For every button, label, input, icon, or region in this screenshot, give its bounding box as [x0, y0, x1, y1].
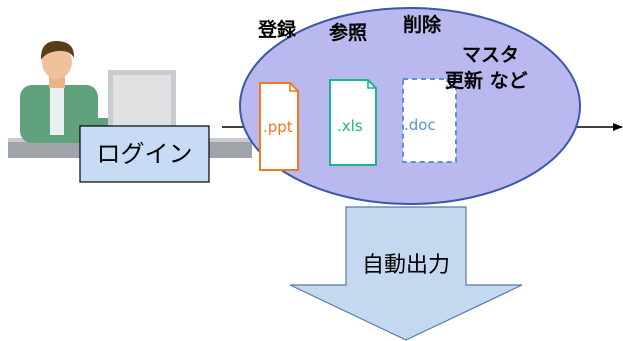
xls-document [329, 79, 377, 166]
doc-document [402, 78, 457, 163]
op-view: 参照 [329, 22, 368, 44]
op-delete: 削除 [403, 14, 442, 36]
op-master: マスタ [462, 44, 520, 66]
op-register: 登録 [258, 19, 297, 41]
user-computer-icon [8, 40, 252, 158]
ppt-document [259, 82, 299, 171]
output-label: 自動出力 [361, 253, 450, 278]
op-update-etc: 更新 など [445, 70, 528, 92]
output-arrow [289, 206, 523, 341]
doc-label: .doc [404, 116, 436, 134]
login-box [79, 125, 210, 183]
ppt-label: .ppt [263, 118, 293, 136]
xls-label: .xls [337, 117, 363, 135]
login-label: ログイン [96, 140, 193, 168]
